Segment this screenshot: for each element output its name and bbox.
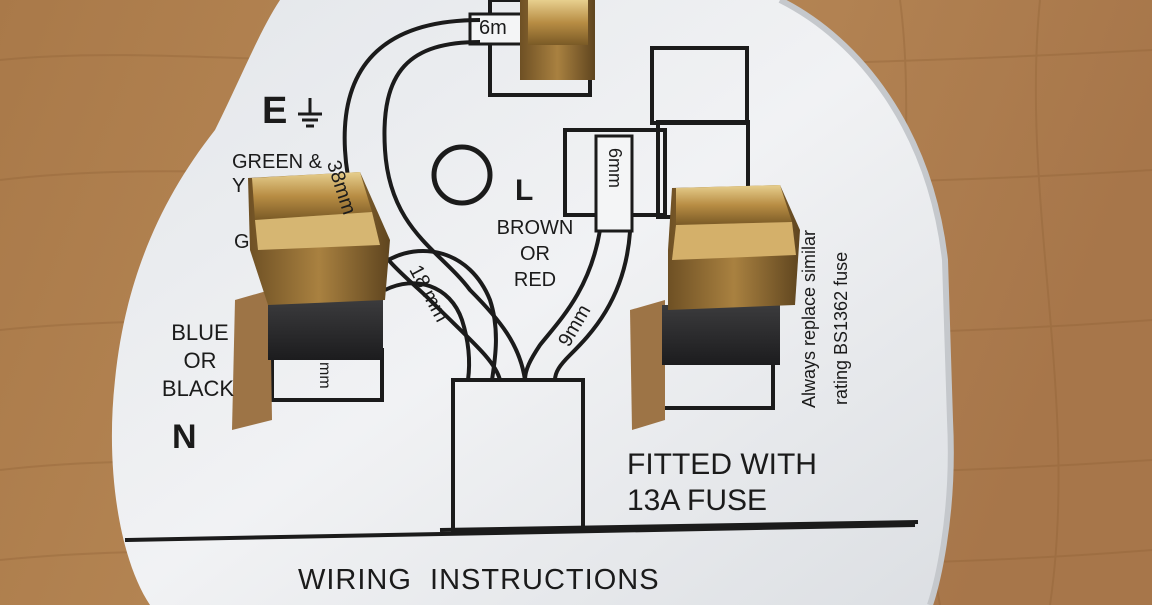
fuse-replace-line1: Always replace similar [799,229,819,408]
card-edge [778,0,954,605]
neutral-colour-line2: OR [183,348,217,373]
hole-circle [431,144,493,206]
earth-symbol-icon [298,98,322,128]
neutral-pin [248,172,390,360]
live-colour-line3: RED [513,269,557,291]
fuse-notice-line1: FITTED WITH [627,448,817,481]
neutral-slot [232,290,272,430]
live-pin [662,185,800,365]
neutral-wire [383,249,498,381]
strip-live-label: 6mm [605,148,625,188]
neutral-colour-line3: BLACK [161,376,235,401]
neutral-colour-line1: BLUE [171,320,229,345]
strip-top-label: 6m [479,17,507,39]
strip-neutral-label: mm [316,362,333,389]
instruction-card [111,0,951,605]
earth-colour-line3: G [234,231,250,253]
live-wire [523,229,632,381]
earth-colour-line1: GREEN & [232,151,323,173]
live-colour-line2: OR [520,243,550,265]
earth-letter: E [262,90,288,132]
live-slot [630,300,665,430]
cord-grip-box [451,378,585,532]
fuse-replace-line2: rating BS1362 fuse [831,251,851,405]
earth-pin [520,0,595,80]
earth-colour-line2: Y [232,175,246,197]
live-letter: L [515,174,534,207]
live-strip-box [594,134,634,233]
neutral-letter: N [172,418,197,456]
wiring-instructions-title: WIRING INSTRUCTIONS [298,564,660,596]
live-colour-line1: BROWN [496,217,574,239]
fuse-notice-line2: 13A FUSE [627,484,768,517]
